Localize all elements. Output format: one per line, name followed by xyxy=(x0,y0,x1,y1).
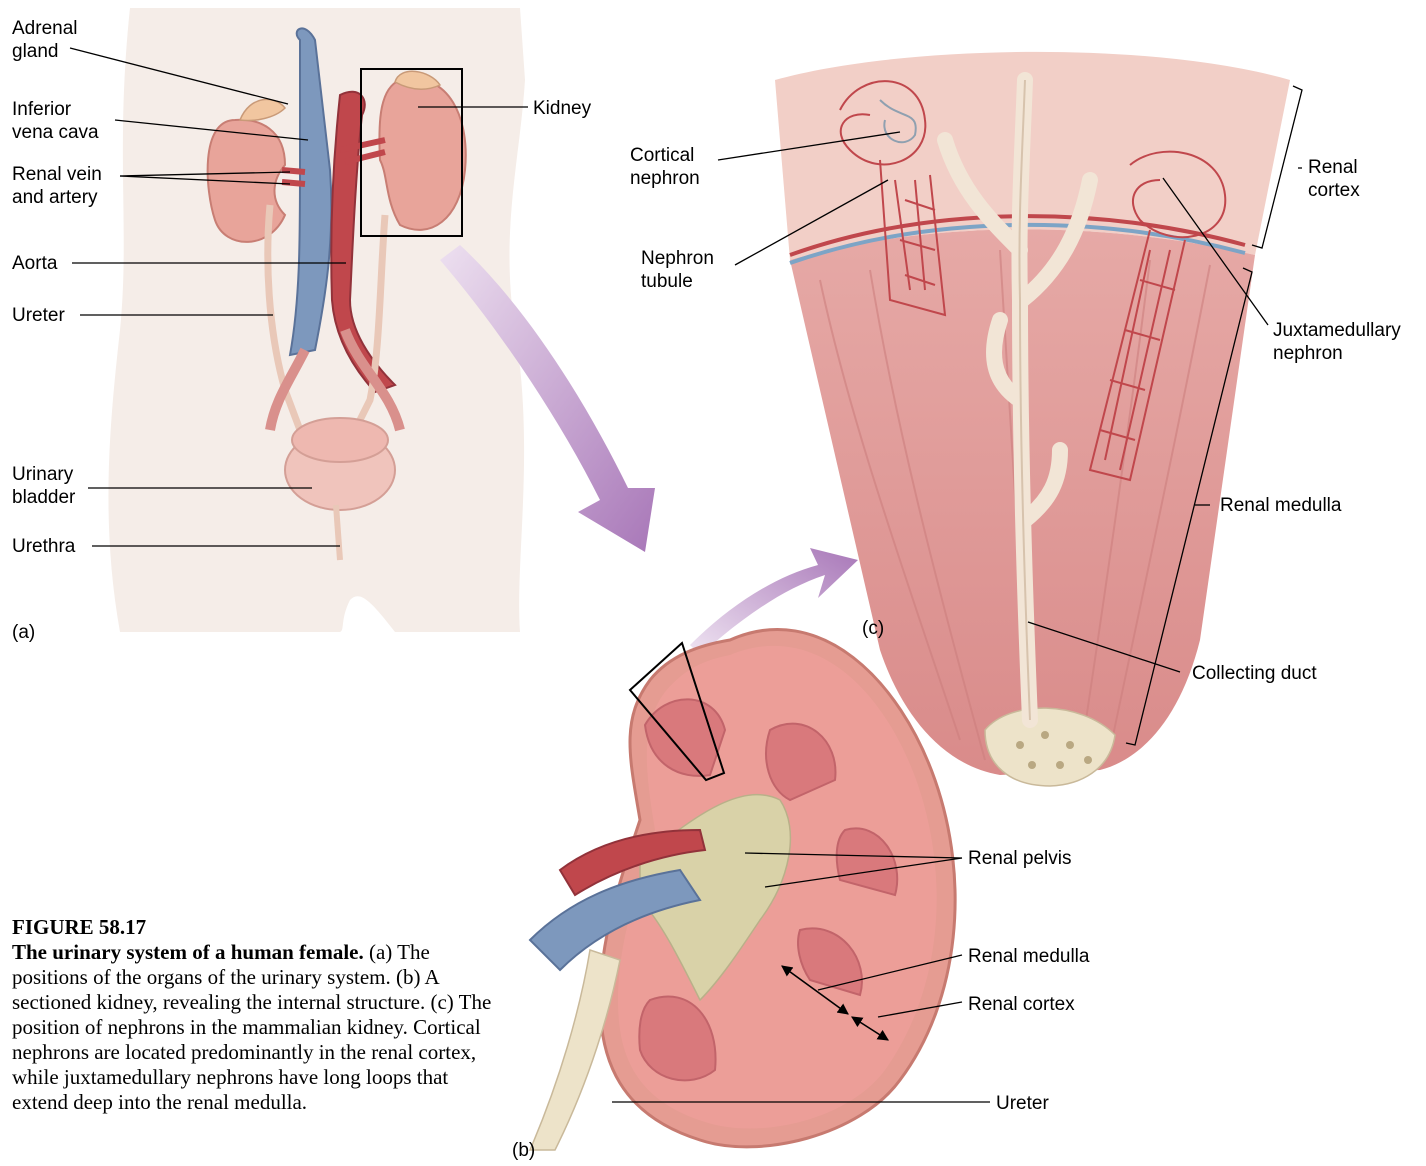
label-renal-cortex-c: Renal cortex xyxy=(1308,156,1360,202)
label-urethra: Urethra xyxy=(12,535,75,558)
right-kidney xyxy=(379,79,465,230)
caption-text: (a) The positions of the organs of the u… xyxy=(12,940,491,1114)
label-collecting-duct: Collecting duct xyxy=(1192,662,1317,685)
panel-label-a: (a) xyxy=(12,622,35,644)
label-renal-medulla-b: Renal medulla xyxy=(968,945,1089,968)
label-renal-cortex-b: Renal cortex xyxy=(968,993,1075,1016)
label-renal-vein-artery: Renal vein and artery xyxy=(12,163,102,209)
urethra-organ xyxy=(336,505,340,560)
label-juxtamedullary-nephron: Juxtamedullary nephron xyxy=(1273,319,1401,365)
label-ureter-a: Ureter xyxy=(12,304,65,327)
caption-title: The urinary system of a human female. xyxy=(12,940,364,964)
figure-caption: FIGURE 58.17 The urinary system of a hum… xyxy=(12,915,492,1115)
uterus xyxy=(292,418,388,462)
label-ureter-b: Ureter xyxy=(996,1092,1049,1115)
label-nephron-tubule: Nephron tubule xyxy=(641,247,714,293)
label-adrenal-gland: Adrenal gland xyxy=(12,17,78,63)
caption-figure-number: FIGURE 58.17 xyxy=(12,915,492,940)
label-kidney: Kidney xyxy=(533,97,591,120)
panel-label-b: (b) xyxy=(512,1140,535,1162)
panel-label-c: (c) xyxy=(862,618,884,640)
label-urinary-bladder: Urinary bladder xyxy=(12,463,75,509)
label-aorta: Aorta xyxy=(12,252,57,275)
label-renal-pelvis: Renal pelvis xyxy=(968,847,1072,870)
label-renal-medulla-c: Renal medulla xyxy=(1220,494,1341,517)
label-cortical-nephron: Cortical nephron xyxy=(630,144,700,190)
label-inferior-vena-cava: Inferior vena cava xyxy=(12,98,99,144)
